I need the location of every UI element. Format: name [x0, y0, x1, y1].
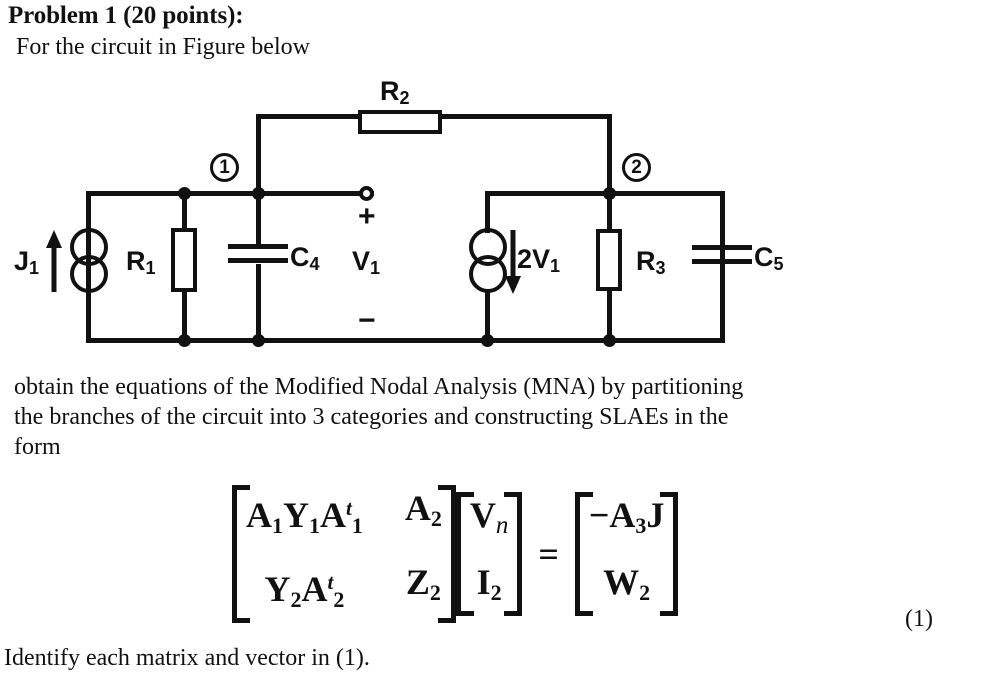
dependent-source-arrow-icon: [505, 230, 521, 294]
node-dot-ground-dep-src: [481, 334, 494, 347]
node-number-1: 1: [210, 153, 239, 182]
unknown-vector-bracket: Vn I2: [455, 492, 523, 616]
wire-ground-rail: [86, 338, 725, 343]
node-dot-ground-c4: [252, 334, 265, 347]
component-label-2v1: 2V1: [517, 244, 561, 276]
wire-dep-src-top-lead: [485, 191, 490, 233]
wire-c5-bottom-lead: [720, 265, 725, 341]
capacitor-c4-plate-top: [228, 244, 288, 249]
node-dot-ground-r3: [603, 334, 616, 347]
body-line-1: obtain the equations of the Modified Nod…: [14, 374, 744, 400]
component-label-r2: R2: [380, 76, 410, 108]
node-dot-ground-r1: [178, 334, 191, 347]
port-plus-sign: +: [358, 200, 376, 233]
matrix-cell-r2c1: Y2At2: [264, 569, 345, 612]
current-source-j1-arrow-icon: [46, 230, 62, 292]
vector-cell-w2: W2: [603, 562, 651, 605]
wire-c5-top-lead: [720, 191, 725, 247]
wire-j1-top-lead: [86, 191, 91, 233]
resistor-r3-body: [596, 229, 622, 291]
current-source-j1-circle-bottom: [70, 255, 108, 293]
equation-number: (1): [905, 606, 933, 632]
matrix-cell-r2c2: Z2: [405, 562, 441, 605]
vector-cell-vn: Vn: [469, 495, 509, 539]
component-label-c5: C5: [754, 242, 784, 274]
vector-cell-i2: I2: [476, 562, 502, 605]
lhs-matrix-bracket: A1Y1At1 A2 Y2At2 Z2: [232, 485, 456, 623]
wire-dep-src-bottom-lead: [485, 291, 490, 341]
node-dot-node2: [603, 187, 616, 200]
wire-r1-top-lead: [182, 191, 187, 230]
wire-dep-src-top: [485, 191, 613, 196]
closing-text: Identify each matrix and vector in (1).: [4, 645, 370, 671]
component-label-j1: J1: [14, 246, 40, 278]
capacitor-c5-plate-bottom: [692, 259, 752, 264]
resistor-r1-body: [171, 228, 197, 292]
matrix-cell-r1c2: A2: [404, 488, 442, 531]
component-label-c4: C4: [290, 242, 320, 274]
wire-top-right: [440, 114, 612, 119]
wire-node2-riser: [607, 114, 612, 196]
component-label-r3: R3: [636, 246, 666, 278]
body-paragraph: obtain the equations of the Modified Nod…: [14, 372, 1005, 462]
node-dot-node1: [252, 187, 265, 200]
wire-upper-rail-left: [86, 191, 374, 196]
body-line-2: the branches of the circuit into 3 categ…: [14, 404, 729, 430]
matrix-equation: A1Y1At1 A2 Y2At2 Z2 Vn I2 = −A3J W2: [232, 485, 678, 623]
wire-c4-bottom-lead: [256, 264, 261, 341]
rhs-vector-bracket: −A3J W2: [574, 492, 679, 616]
wire-top-left: [256, 114, 360, 119]
wire-r3-top-lead: [607, 191, 612, 231]
intro-text: For the circuit in Figure below: [16, 34, 310, 60]
capacitor-c5-plate-top: [692, 245, 752, 250]
dependent-source-circle-bottom: [469, 255, 507, 293]
node-dot-r1-top: [178, 187, 191, 200]
capacitor-c4-plate-bottom: [228, 258, 288, 263]
resistor-r2-body: [358, 110, 442, 134]
wire-c4-top-lead: [256, 191, 261, 246]
wire-r1-bottom-lead: [182, 290, 187, 341]
circuit-figure: R2 J1 R1 C4 + V1 −: [0, 78, 1005, 363]
component-label-r1: R1: [126, 246, 156, 278]
page-title: Problem 1 (20 points):: [8, 2, 244, 29]
body-line-3: form: [14, 434, 61, 460]
node-number-2: 2: [622, 153, 651, 182]
vector-cell-a3j: −A3J: [588, 495, 665, 538]
port-terminal-positive: [359, 186, 374, 201]
wire-node1-riser: [256, 114, 261, 196]
equals-sign: =: [538, 534, 559, 574]
port-minus-sign: −: [358, 304, 376, 337]
matrix-cell-r1c1: A1Y1At1: [246, 495, 363, 538]
port-voltage-label: V1: [352, 246, 381, 278]
wire-r3-bottom-lead: [607, 289, 612, 341]
